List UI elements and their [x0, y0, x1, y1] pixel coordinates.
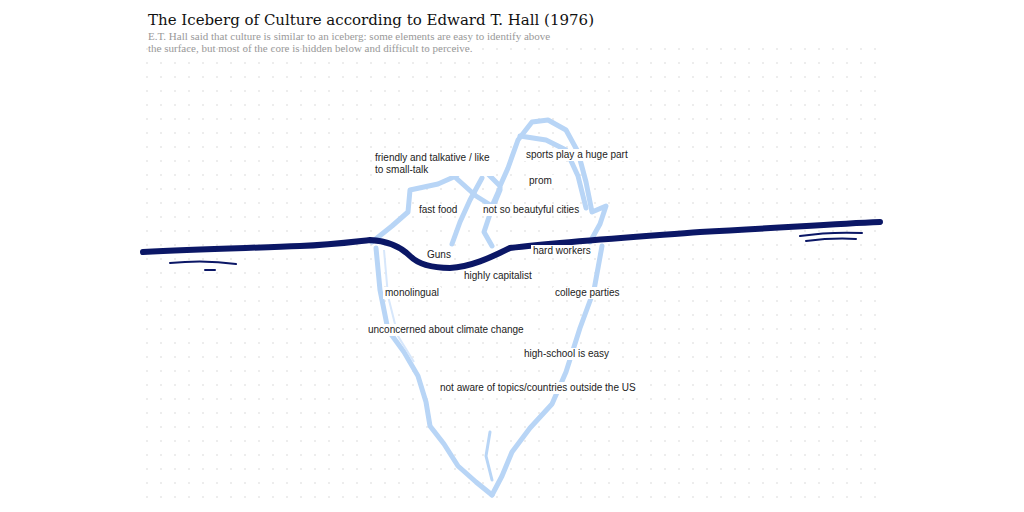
culture-trait-label: monolingual — [383, 287, 441, 299]
culture-trait-label: sports play a huge part — [524, 149, 630, 161]
culture-trait-label: fast food — [417, 204, 459, 216]
culture-trait-label: highly capitalist — [462, 270, 534, 282]
culture-trait-label: not so beautyful cities — [481, 204, 581, 216]
diagram-title: The Iceberg of Culture according to Edwa… — [148, 11, 594, 29]
iceberg-outline — [372, 120, 606, 495]
culture-trait-label: high-school is easy — [522, 348, 611, 360]
culture-trait-label: friendly and talkative / like to small-t… — [373, 152, 495, 176]
diagram-caption: E.T. Hall said that culture is similar t… — [148, 30, 553, 54]
culture-trait-label: Guns — [425, 249, 453, 261]
culture-trait-label: college parties — [553, 287, 621, 299]
culture-trait-label: not aware of topics/countries outside th… — [438, 382, 638, 394]
dot-grid — [145, 48, 885, 508]
iceberg-inner-line — [384, 250, 414, 362]
culture-trait-label: hard workers — [531, 245, 593, 257]
culture-trait-label: prom — [527, 175, 554, 187]
culture-trait-label: unconcerned about climate change — [366, 324, 526, 336]
water-line — [143, 222, 880, 270]
